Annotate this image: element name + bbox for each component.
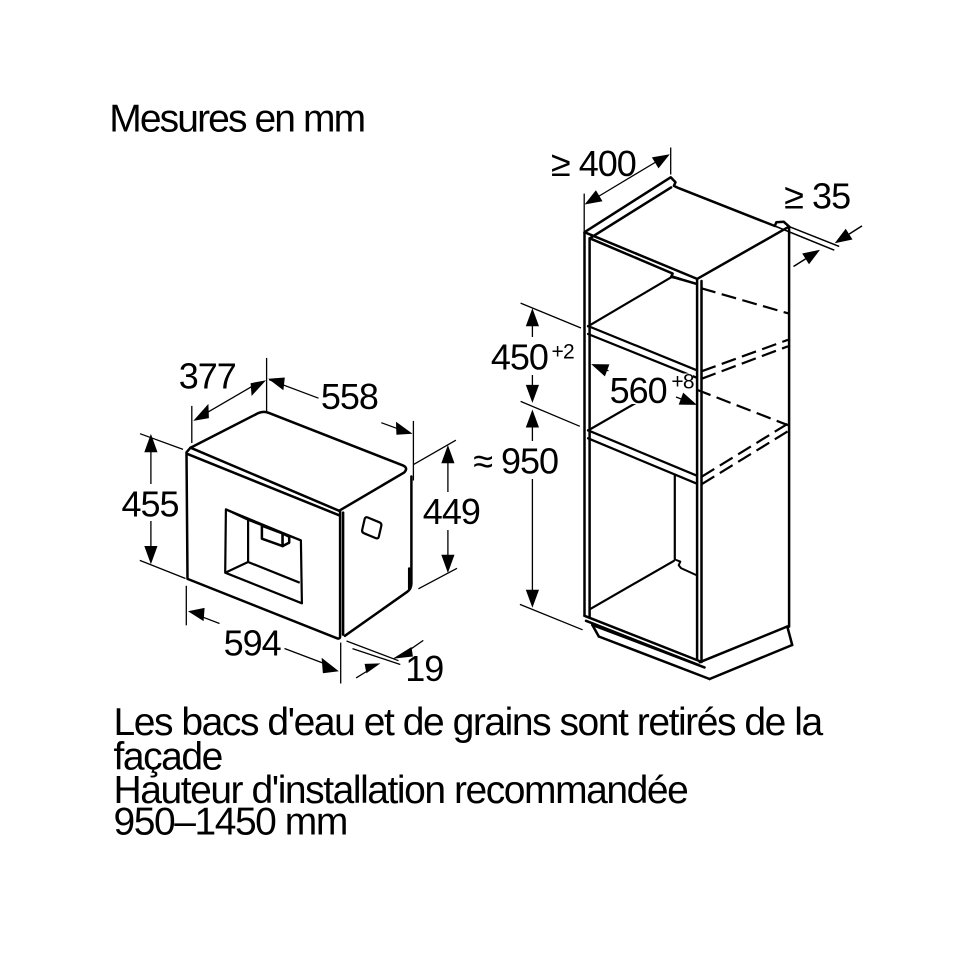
svg-text:594: 594 [224, 623, 281, 664]
svg-text:≥ 35: ≥ 35 [784, 175, 850, 216]
svg-text:560: 560 [610, 370, 667, 411]
svg-text:558: 558 [321, 376, 378, 417]
svg-text:+8: +8 [671, 371, 693, 394]
svg-text:Hauteur d'installation recomma: Hauteur d'installation recommandée [114, 769, 688, 812]
svg-text:450: 450 [491, 336, 548, 377]
svg-text:950–1450 mm: 950–1450 mm [114, 801, 347, 844]
svg-text:Les bacs d'eau et de grains so: Les bacs d'eau et de grains sont retirés… [114, 701, 824, 744]
svg-text:Mesures en mm: Mesures en mm [109, 97, 364, 140]
svg-text:377: 377 [179, 356, 236, 397]
svg-text:façade: façade [114, 736, 222, 779]
svg-text:+2: +2 [552, 341, 574, 364]
svg-text:≥ 400: ≥ 400 [551, 143, 636, 184]
svg-text:449: 449 [423, 491, 480, 532]
svg-text:455: 455 [122, 484, 179, 525]
svg-text:≈ 950: ≈ 950 [473, 441, 558, 482]
svg-text:19: 19 [405, 648, 443, 689]
